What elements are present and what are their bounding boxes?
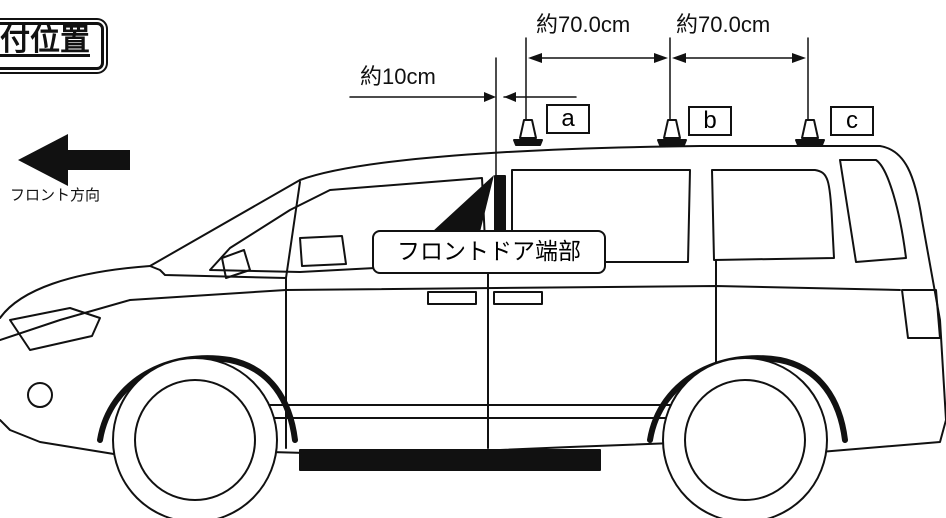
- span-ab-dimension: 約70.0cm: [536, 12, 631, 37]
- front-direction-label: フロント方向: [10, 186, 101, 204]
- van-body: [0, 145, 946, 471]
- rear-wheel: [647, 355, 848, 518]
- front-wheel: [97, 355, 298, 518]
- door-edge-label: フロントドア端部: [372, 230, 606, 274]
- roof-rack-foot-b: [657, 119, 687, 146]
- span-bc-dimension: 約70.0cm: [676, 12, 771, 37]
- front-offset-dimension: 約10cm: [360, 64, 436, 89]
- attachment-point-a: a: [546, 104, 590, 134]
- roof-rack-foot-c: [795, 119, 825, 146]
- page-title: 付位置: [0, 23, 90, 58]
- dimension-lines: [349, 37, 809, 231]
- attachment-point-c: c: [830, 106, 874, 136]
- door-edge-pointer: [432, 175, 494, 232]
- attachment-point-b: b: [688, 106, 732, 136]
- roof-rack-foot-a: [513, 119, 543, 146]
- front-direction-arrow-icon: [18, 134, 130, 186]
- title-frame: [0, 22, 104, 70]
